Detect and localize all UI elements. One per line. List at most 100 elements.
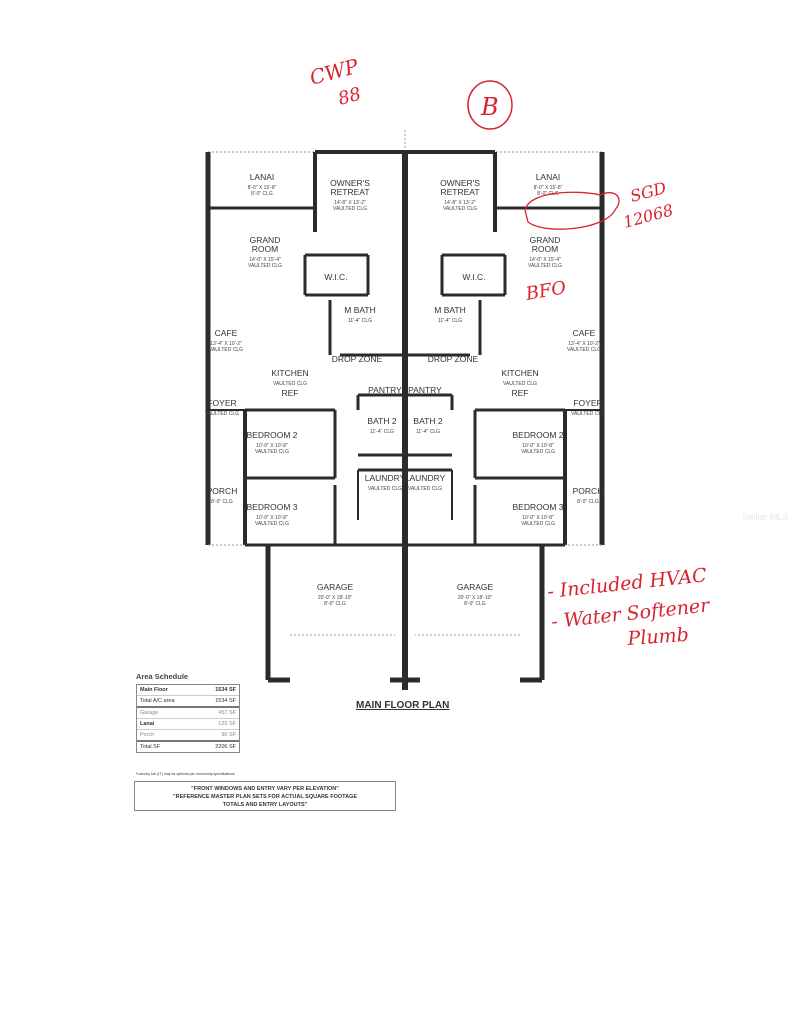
- room-label-foyer: FOYER: [207, 398, 236, 408]
- row-label: Porch: [140, 731, 155, 738]
- room-label-drop-zone: DROP ZONE: [332, 354, 383, 364]
- watermark: Stellar MLS: [742, 512, 789, 522]
- room-label-foyer: VAULTED CLG: [205, 411, 239, 417]
- room-label-foyer: VAULTED CLG: [571, 411, 605, 417]
- room-label-owners-retreat: OWNER'S: [440, 178, 480, 188]
- room-label-bedroom3: VAULTED CLG: [255, 521, 289, 527]
- room-label-garage: GARAGE: [317, 582, 354, 592]
- room-label-bath2: 11'-4" CLG: [416, 429, 440, 435]
- room-label-cafe: CAFE: [215, 328, 238, 338]
- room-label-wic: W.I.C.: [324, 272, 347, 282]
- table-row: Main Floor 1534 SF: [137, 685, 239, 696]
- plan-title: MAIN FLOOR PLAN: [356, 700, 450, 711]
- annotation-circle-b: [467, 80, 513, 130]
- room-label-grand-room: ROOM: [252, 244, 278, 254]
- annotation-b: B: [480, 93, 499, 121]
- handwritten-annotations: CWP 88 B SGD 12068 BFO - Included HVAC -…: [307, 54, 712, 650]
- room-label-bedroom2: 10'-0" X 10'-8": [256, 443, 288, 449]
- room-label-laundry: LAUNDRY: [405, 473, 446, 483]
- note-line: "FRONT WINDOWS AND ENTRY VARY PER ELEVAT…: [191, 786, 339, 792]
- room-label-porch: PORCH: [207, 486, 238, 496]
- room-label-garage: 8'-0" CLG: [324, 601, 346, 607]
- row-value: 125 SF: [218, 720, 236, 727]
- room-label-m-bath: 11'-4" CLG: [348, 318, 372, 324]
- room-label-garage: 8'-0" CLG: [464, 601, 486, 607]
- room-label-ref: REF: [512, 388, 529, 398]
- room-label-cafe: VAULTED CLG: [567, 347, 601, 353]
- room-label-bath2: 11'-4" CLG: [370, 429, 394, 435]
- room-label-grand-room: GRAND: [530, 235, 561, 245]
- room-label-kitchen: VAULTED CLG: [503, 381, 537, 387]
- room-label-bedroom2: 10'-0" X 10'-8": [522, 443, 554, 449]
- room-label-m-bath: M BATH: [344, 305, 375, 315]
- room-label-bedroom3: 10'-0" X 10'-8": [522, 515, 554, 521]
- table-row: Total SF 2206 SF: [137, 742, 239, 752]
- room-label-bedroom2: BEDROOM 2: [246, 430, 297, 440]
- room-label-laundry: VAULTED CLG: [408, 486, 442, 492]
- room-label-lanai: 8'-0" CLG: [251, 191, 273, 197]
- annotation-12068: 12068: [621, 200, 675, 232]
- room-label-lanai: LANAI: [536, 172, 561, 182]
- row-value: 457 SF: [218, 709, 236, 716]
- room-label-bedroom2: VAULTED CLG: [521, 449, 555, 455]
- room-label-cafe: VAULTED CLG: [209, 347, 243, 353]
- room-label-lanai: 8'-0" X 15'-8": [248, 185, 277, 191]
- table-row: Garage 457 SF: [137, 708, 239, 719]
- walls: [205, 130, 605, 690]
- row-label: Garage: [140, 709, 159, 716]
- room-label-owners-retreat: OWNER'S: [330, 178, 370, 188]
- room-label-owners-retreat: 14'-8" X 13'-2": [444, 200, 476, 206]
- room-label-foyer: FOYER: [573, 398, 602, 408]
- room-label-drop-zone: DROP ZONE: [428, 354, 479, 364]
- room-label-laundry: VAULTED CLG: [368, 486, 402, 492]
- room-label-laundry: LAUNDRY: [365, 473, 406, 483]
- notes-box: "FRONT WINDOWS AND ENTRY VARY PER ELEVAT…: [134, 781, 396, 811]
- room-label-cafe: 13'-4" X 10'-2": [210, 341, 242, 347]
- table-row: Porch 90 SF: [137, 730, 239, 742]
- row-value: 90 SF: [221, 731, 236, 738]
- room-label-bedroom2: VAULTED CLG: [255, 449, 289, 455]
- row-label: Total SF: [140, 743, 161, 750]
- room-label-grand-room: GRAND: [250, 235, 281, 245]
- room-label-m-bath: M BATH: [434, 305, 465, 315]
- room-label-kitchen: KITCHEN: [501, 368, 538, 378]
- note-line: TOTALS AND ENTRY LAYOUTS": [222, 802, 308, 808]
- room-label-bath2: BATH 2: [367, 416, 396, 426]
- room-label-owners-retreat: 14'-8" X 13'-2": [334, 200, 366, 206]
- room-label-kitchen: VAULTED CLG: [273, 381, 307, 387]
- row-label: Lanai: [140, 720, 155, 727]
- row-value: 2206 SF: [215, 743, 236, 750]
- room-label-garage: 20'-0" X 18'-10": [318, 595, 353, 601]
- room-label-garage: GARAGE: [457, 582, 494, 592]
- room-label-cafe: CAFE: [573, 328, 596, 338]
- room-label-owners-retreat: VAULTED CLG: [443, 206, 477, 212]
- room-label-bedroom2: BEDROOM 2: [512, 430, 563, 440]
- room-label-bedroom3: BEDROOM 3: [246, 502, 297, 512]
- footnote: *Laundry tub (LT) may be optional per co…: [136, 772, 235, 776]
- room-label-porch: 8'-0" CLG: [211, 499, 233, 505]
- room-label-owners-retreat: RETREAT: [330, 187, 369, 197]
- note-line: "REFERENCE MASTER PLAN SETS FOR ACTUAL S…: [172, 794, 357, 800]
- row-value: 1534 SF: [215, 686, 236, 693]
- room-label-bedroom3: VAULTED CLG: [521, 521, 555, 527]
- room-label-bedroom3: BEDROOM 3: [512, 502, 563, 512]
- room-label-grand-room: VAULTED CLG: [528, 263, 562, 269]
- room-label-grand-room: 14'-0" X 15'-4": [529, 257, 561, 263]
- room-label-owners-retreat: RETREAT: [440, 187, 479, 197]
- room-label-porch: PORCH: [573, 486, 604, 496]
- room-label-grand-room: 14'-0" X 15'-4": [249, 257, 281, 263]
- room-label-wic: W.I.C.: [462, 272, 485, 282]
- room-label-owners-retreat: VAULTED CLG: [333, 206, 367, 212]
- row-label: Total A/C area: [140, 697, 175, 704]
- table-row: Lanai 125 SF: [137, 719, 239, 730]
- row-label: Main Floor: [140, 686, 168, 693]
- room-label-pantry: PANTRY: [368, 385, 402, 395]
- area-schedule-title: Area Schedule: [136, 672, 189, 681]
- room-label-lanai: 8'-0" X 15'-8": [534, 185, 563, 191]
- room-label-cafe: 13'-4" X 10'-2": [568, 341, 600, 347]
- room-label-pantry: PANTRY: [408, 385, 442, 395]
- annotation-88: 88: [336, 84, 364, 110]
